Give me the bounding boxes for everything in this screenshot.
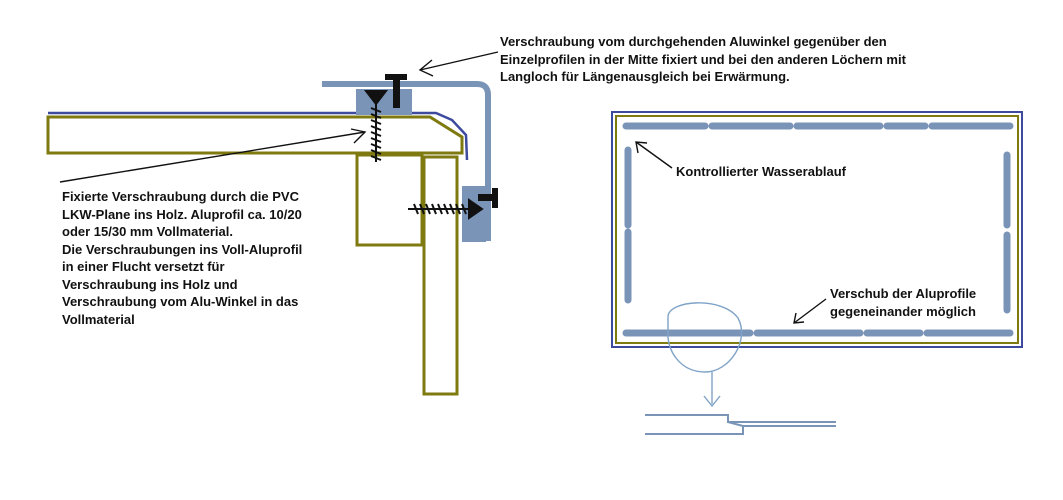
- cross-section-detail: [46, 51, 499, 396]
- leader-arrow-left-note: [59, 128, 367, 183]
- leader-arrow-water: [635, 141, 673, 169]
- frame-outer: [611, 111, 1023, 348]
- detail-arrow: [703, 372, 721, 408]
- annotation-left: Fixierte Verschraubung durch die PVC LKW…: [62, 188, 302, 328]
- annotation-line: oder 15/30 mm Vollmaterial.: [62, 224, 233, 239]
- annotation-line: LKW-Plane ins Holz. Aluprofil ca. 10/20: [62, 206, 302, 222]
- profile-joint-detail: [645, 414, 836, 435]
- annotation-line: Vollmaterial: [62, 311, 135, 327]
- alu-profile-segments: [622, 122, 1014, 337]
- annotation-water-drain: Kontrollierter Wasserablauf: [676, 164, 847, 179]
- detail-circle: [667, 302, 743, 373]
- alu-angle: [322, 81, 491, 241]
- top-view-detail: [611, 111, 1023, 435]
- screw-vertical: [363, 90, 389, 162]
- leader-arrow-shift: [793, 298, 827, 324]
- annotation-line: in einer Flucht versetzt für: [62, 259, 225, 274]
- annotation-line: Verschraubung ins Holz und: [62, 276, 238, 292]
- annotation-line: Verschub der Aluprofile: [830, 286, 977, 301]
- annotation-line: Verschraubung vom durchgehenden Aluwinke…: [500, 34, 887, 49]
- bolt-top: [385, 74, 407, 108]
- screw-horizontal: [408, 198, 484, 220]
- annotation-line: Langloch für Längenausgleich bei Erwärmu…: [500, 69, 790, 84]
- annotation-line: Verschraubung vom Alu-Winkel in das: [62, 294, 299, 309]
- annotation-line: Die Verschraubungen ins Voll-Aluprofil: [62, 241, 303, 257]
- annotation-profile-shift: Verschub der Aluprofile gegeneinander mö…: [830, 285, 976, 320]
- annotation-top: Verschraubung vom durchgehenden Aluwinke…: [500, 33, 906, 86]
- wood-block: [355, 153, 424, 247]
- annotation-line: gegeneinander möglich: [830, 303, 976, 319]
- pvc-tarp-line: [48, 111, 469, 161]
- wood-post-vertical: [422, 155, 459, 396]
- wood-board-horizontal: [46, 115, 464, 155]
- frame-inner: [615, 115, 1019, 344]
- leader-arrow-top-note: [418, 51, 499, 77]
- bolt-side: [478, 188, 498, 208]
- annotation-line: Einzelprofilen in der Mitte fixiert und …: [500, 51, 906, 67]
- annotation-line: Fixierte Verschraubung durch die PVC: [62, 189, 299, 204]
